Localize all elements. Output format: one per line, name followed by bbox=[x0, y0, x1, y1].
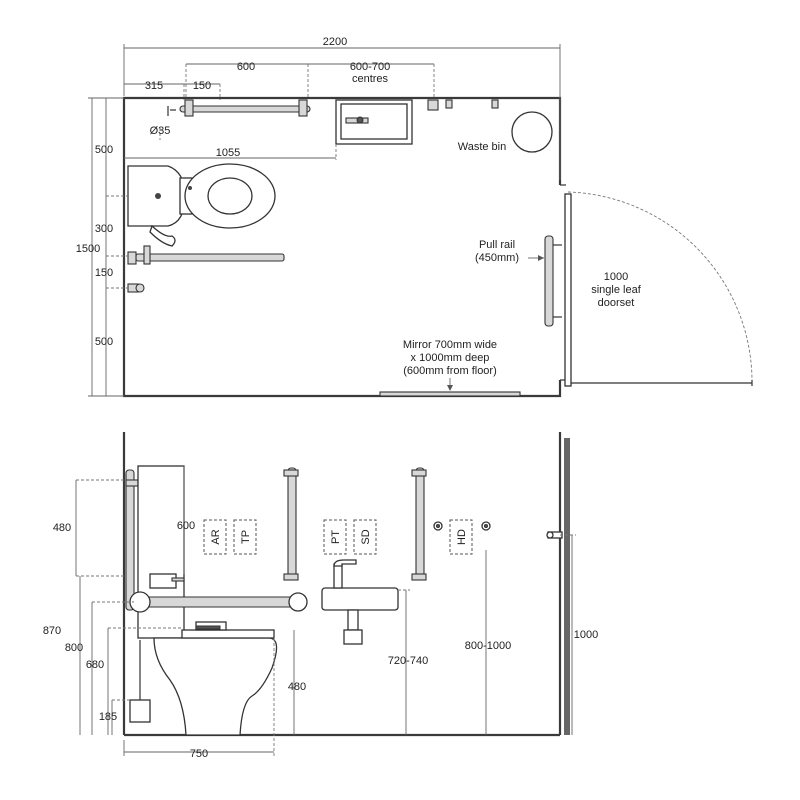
waste-bin-icon bbox=[511, 111, 553, 153]
accessory-box-pt bbox=[323, 519, 347, 555]
grab-rail-wc-icon bbox=[127, 245, 285, 293]
dim-diameter-35: Ø35 bbox=[150, 125, 171, 137]
dim-800-1000: 800-1000 bbox=[465, 640, 512, 652]
basin-elevation-icon bbox=[321, 559, 399, 645]
label-sd: SD bbox=[360, 529, 372, 544]
dim-600-plan: 600 bbox=[237, 61, 255, 73]
dim-centres: centres bbox=[352, 73, 389, 85]
dim-500-plan: 500 bbox=[95, 144, 113, 156]
accessory-box-ar bbox=[203, 519, 227, 555]
elevation-dimensions bbox=[75, 466, 576, 756]
label-ar: AR bbox=[210, 529, 222, 544]
basin-plan-icon bbox=[335, 99, 413, 145]
dim-750: 750 bbox=[190, 748, 208, 760]
dim-1055: 1055 bbox=[216, 147, 240, 159]
dim-800-left: 800 bbox=[65, 642, 83, 654]
label-pt: PT bbox=[330, 530, 342, 544]
dim-150-left: 150 bbox=[95, 267, 113, 279]
accessory-box-sd bbox=[353, 519, 377, 555]
dim-720-740: 720-740 bbox=[388, 655, 428, 667]
wc-plan-icon bbox=[127, 163, 276, 247]
dim-315: 315 bbox=[145, 80, 163, 92]
door-handle-icon bbox=[546, 531, 563, 539]
pull-rail-size-label: (450mm) bbox=[475, 252, 519, 264]
door-icon bbox=[564, 191, 753, 387]
dim-1500: 1500 bbox=[76, 243, 100, 255]
basin-left-rail-icon bbox=[283, 467, 299, 581]
door-type-label: single leaf bbox=[591, 284, 641, 296]
fittings-top-icon bbox=[427, 99, 499, 111]
toilet-brush-icon bbox=[129, 640, 151, 723]
dim-480-pan: 480 bbox=[288, 681, 306, 693]
horizontal-grab-rail-icon bbox=[129, 591, 308, 613]
dim-1000-elevation: 1000 bbox=[574, 629, 598, 641]
flush-button-icon bbox=[195, 625, 221, 630]
cistern-icon bbox=[137, 465, 185, 639]
label-hd: HD bbox=[456, 529, 468, 545]
dim-300: 300 bbox=[95, 223, 113, 235]
label-tp: TP bbox=[240, 530, 252, 544]
elevation-view: AR TP PT SD HD 480 bbox=[43, 432, 598, 760]
door-edge-elevation bbox=[564, 438, 570, 735]
dim-600-700: 600-700 bbox=[350, 61, 390, 73]
waste-bin-label: Waste bin bbox=[458, 141, 507, 153]
wc-pan-icon bbox=[153, 621, 278, 736]
dim-870: 870 bbox=[43, 625, 61, 637]
basin-right-rail-icon bbox=[411, 467, 427, 581]
dim-600-elevation: 600 bbox=[177, 520, 195, 532]
plan-dimensions bbox=[88, 44, 561, 397]
mirror-height-label: (600mm from floor) bbox=[403, 365, 497, 377]
dim-680: 680 bbox=[86, 659, 104, 671]
vertical-grab-rail-icon bbox=[125, 469, 139, 611]
doorset-label: doorset bbox=[598, 297, 635, 309]
mirror-depth-label: x 1000mm deep bbox=[411, 352, 490, 364]
accessory-box-hd bbox=[449, 519, 473, 555]
accessory-box-tp bbox=[233, 519, 257, 555]
dim-2200: 2200 bbox=[323, 36, 347, 48]
mirror-width-label: Mirror 700mm wide bbox=[403, 339, 497, 351]
dim-480-top: 480 bbox=[53, 522, 71, 534]
pull-rail-icon bbox=[528, 235, 562, 327]
plan-view: 2200 600 600-700 centres 315 150 Ø35 500… bbox=[76, 36, 753, 398]
dim-185: 185 bbox=[99, 711, 117, 723]
dim-150-top: 150 bbox=[193, 80, 211, 92]
grab-rail-top-icon bbox=[167, 99, 311, 117]
pull-rail-label: Pull rail bbox=[479, 239, 515, 251]
mirror-icon bbox=[379, 378, 521, 397]
door-width-label: 1000 bbox=[604, 271, 628, 283]
dim-500-bottom: 500 bbox=[95, 336, 113, 348]
